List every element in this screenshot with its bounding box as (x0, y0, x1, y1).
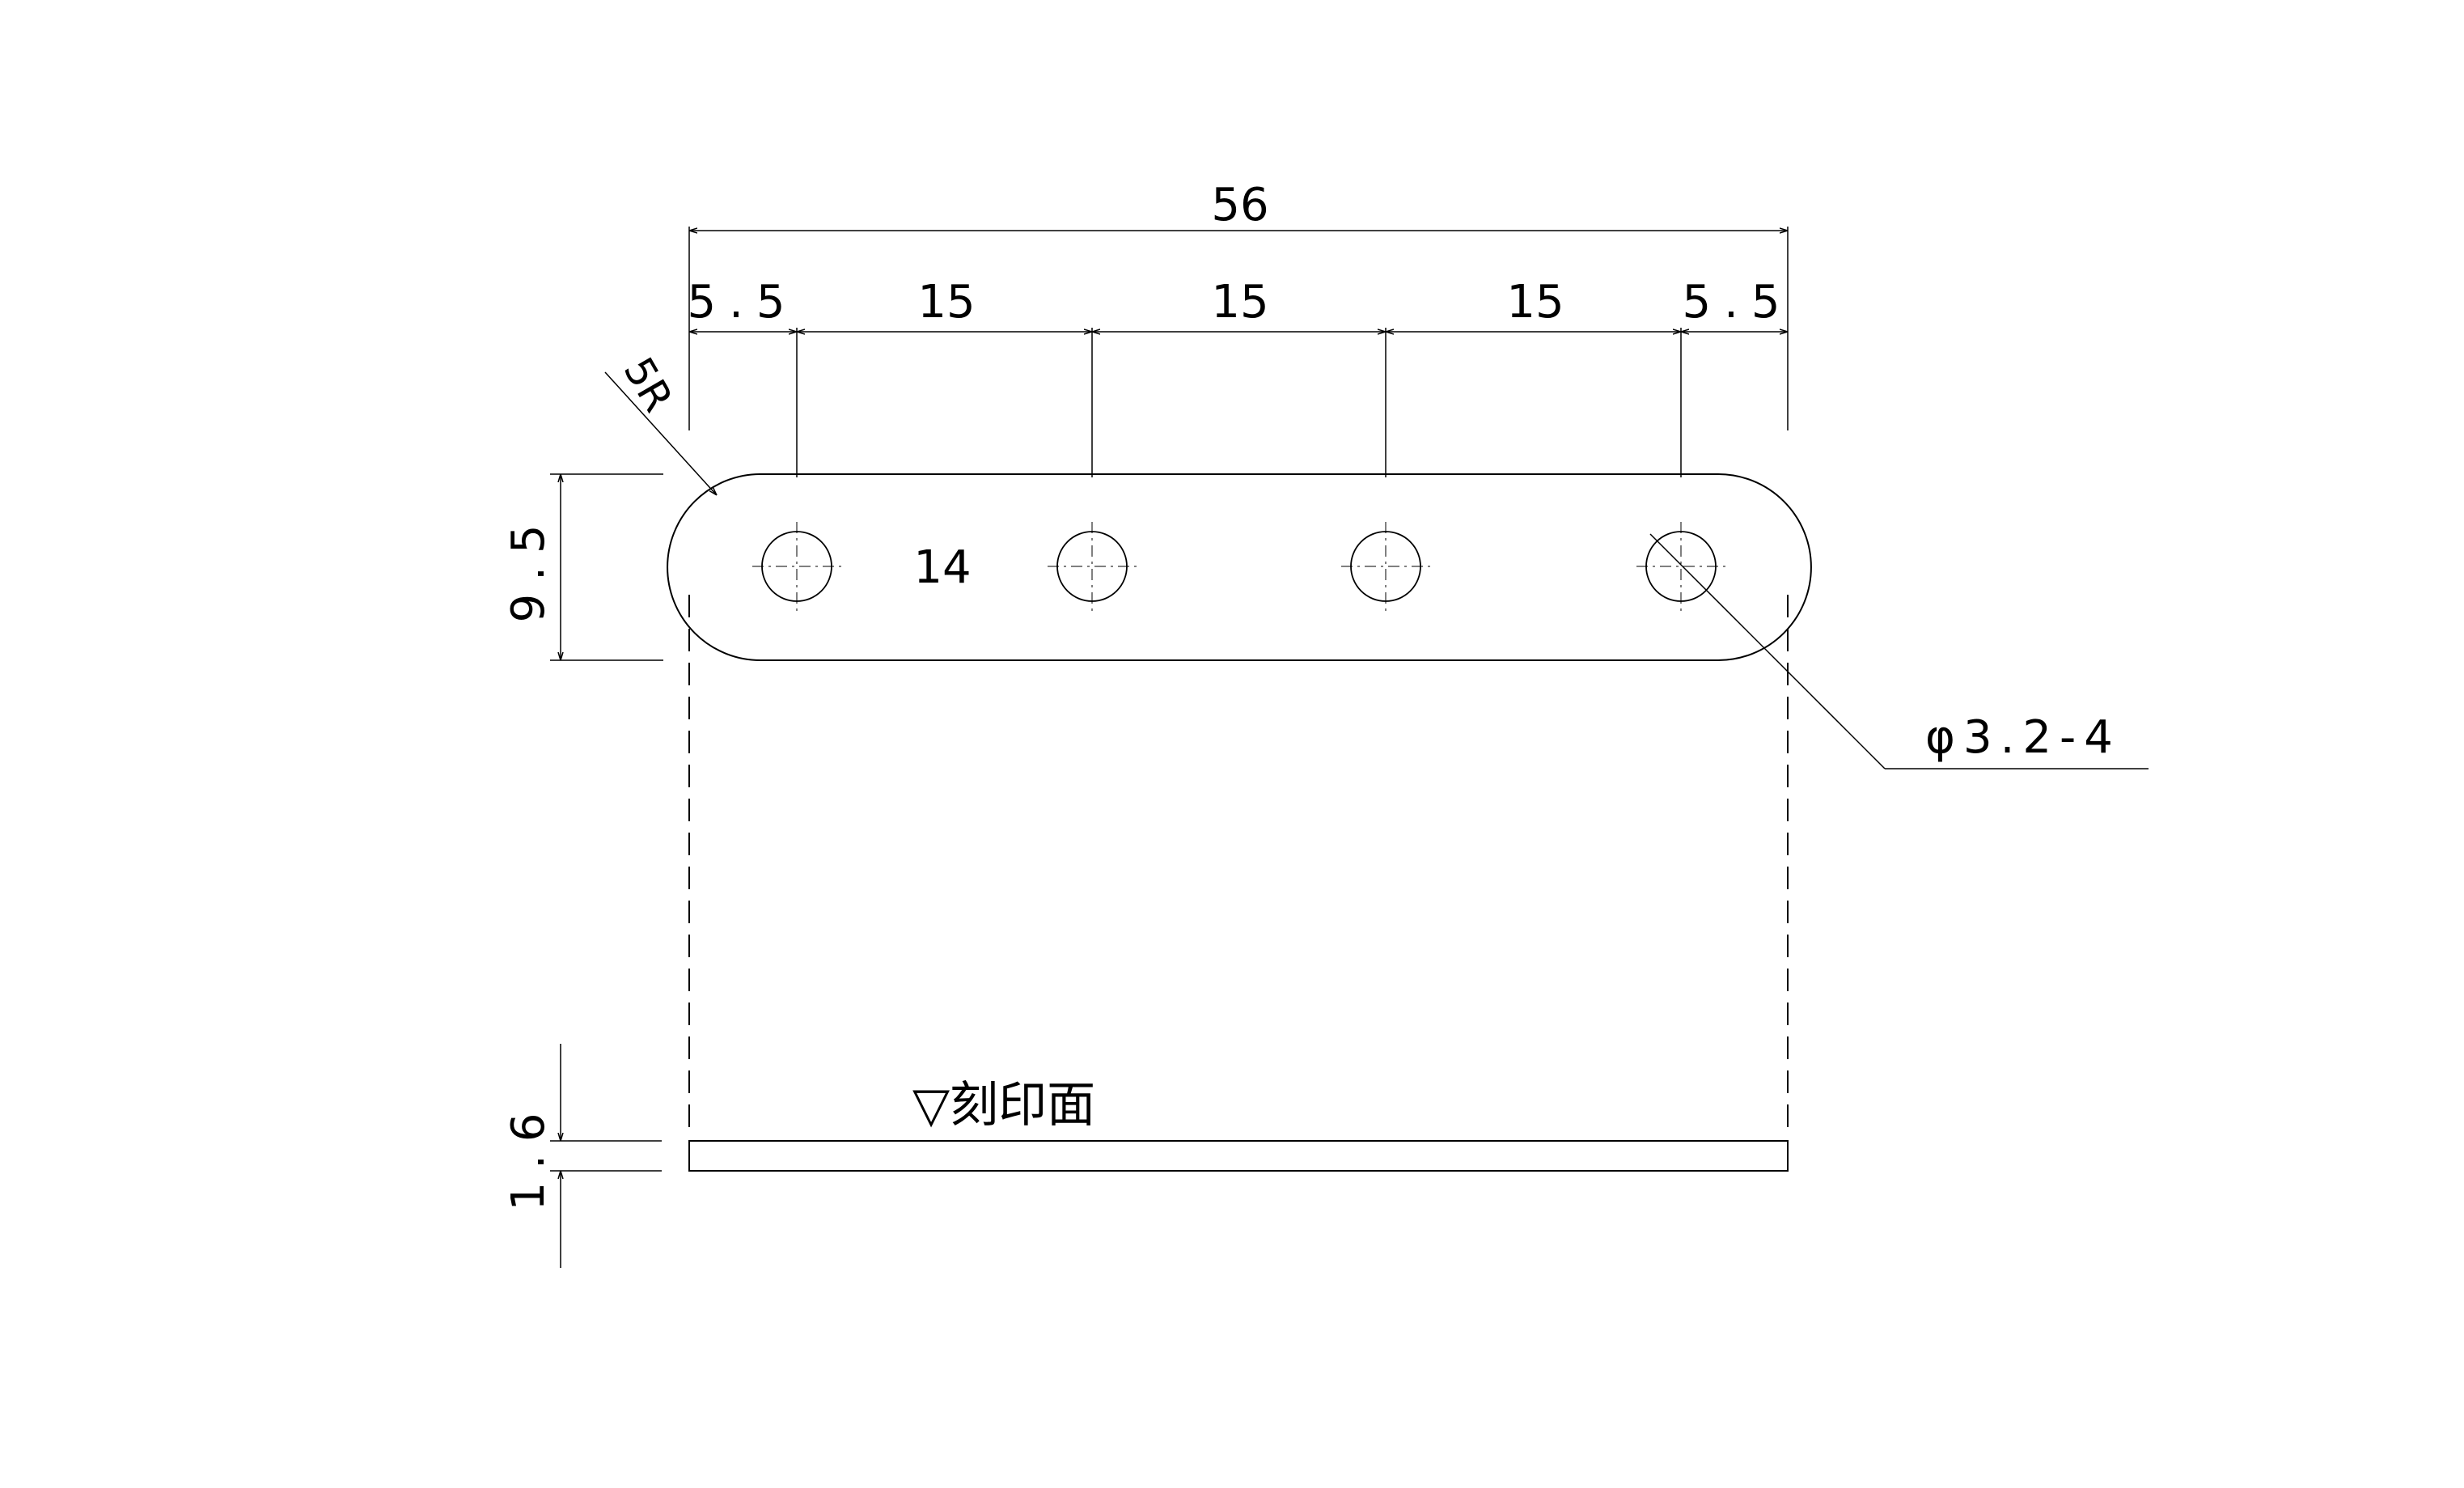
plate-outline-top-view (667, 473, 1812, 661)
hole-2 (1048, 522, 1137, 611)
plate-side-view (688, 1140, 1789, 1172)
dimension-right-end-text: 5.5 (1682, 276, 1793, 329)
dimension-left-end-text: 5.5 (687, 276, 798, 329)
hole-callout-leader: φ3.2-4 (1649, 533, 2149, 769)
inner-label-text: 14 (913, 541, 971, 594)
dimension-thickness: 1.6 (502, 1044, 662, 1268)
dimension-overall-text: 56 (1211, 179, 1268, 231)
dimension-chain: 5.5 15 15 15 5.5 (687, 276, 1793, 332)
dimension-pitch-1-text: 15 (917, 276, 975, 329)
hole-extension-lines (796, 328, 1682, 477)
radius-leader: 5R (604, 350, 717, 495)
hole-callout-text: φ3.2-4 (1925, 711, 2121, 764)
hole-1 (752, 522, 841, 611)
marking-face-note: ▽刻印面 (912, 1077, 1095, 1134)
dimension-overall: 56 (689, 179, 1788, 231)
dimension-thickness-text: 1.6 (502, 1100, 555, 1210)
projection-lines (688, 595, 1789, 1137)
dimension-pitch-2-text: 15 (1211, 276, 1268, 329)
hole-3 (1341, 522, 1430, 611)
dimension-pitch-3-text: 15 (1506, 276, 1564, 329)
radius-text: 5R (615, 350, 683, 420)
hole-4 (1636, 522, 1725, 611)
dimension-width: 9.5 (502, 473, 663, 661)
dimension-width-text: 9.5 (502, 511, 555, 622)
overall-extension-lines (688, 227, 1789, 430)
